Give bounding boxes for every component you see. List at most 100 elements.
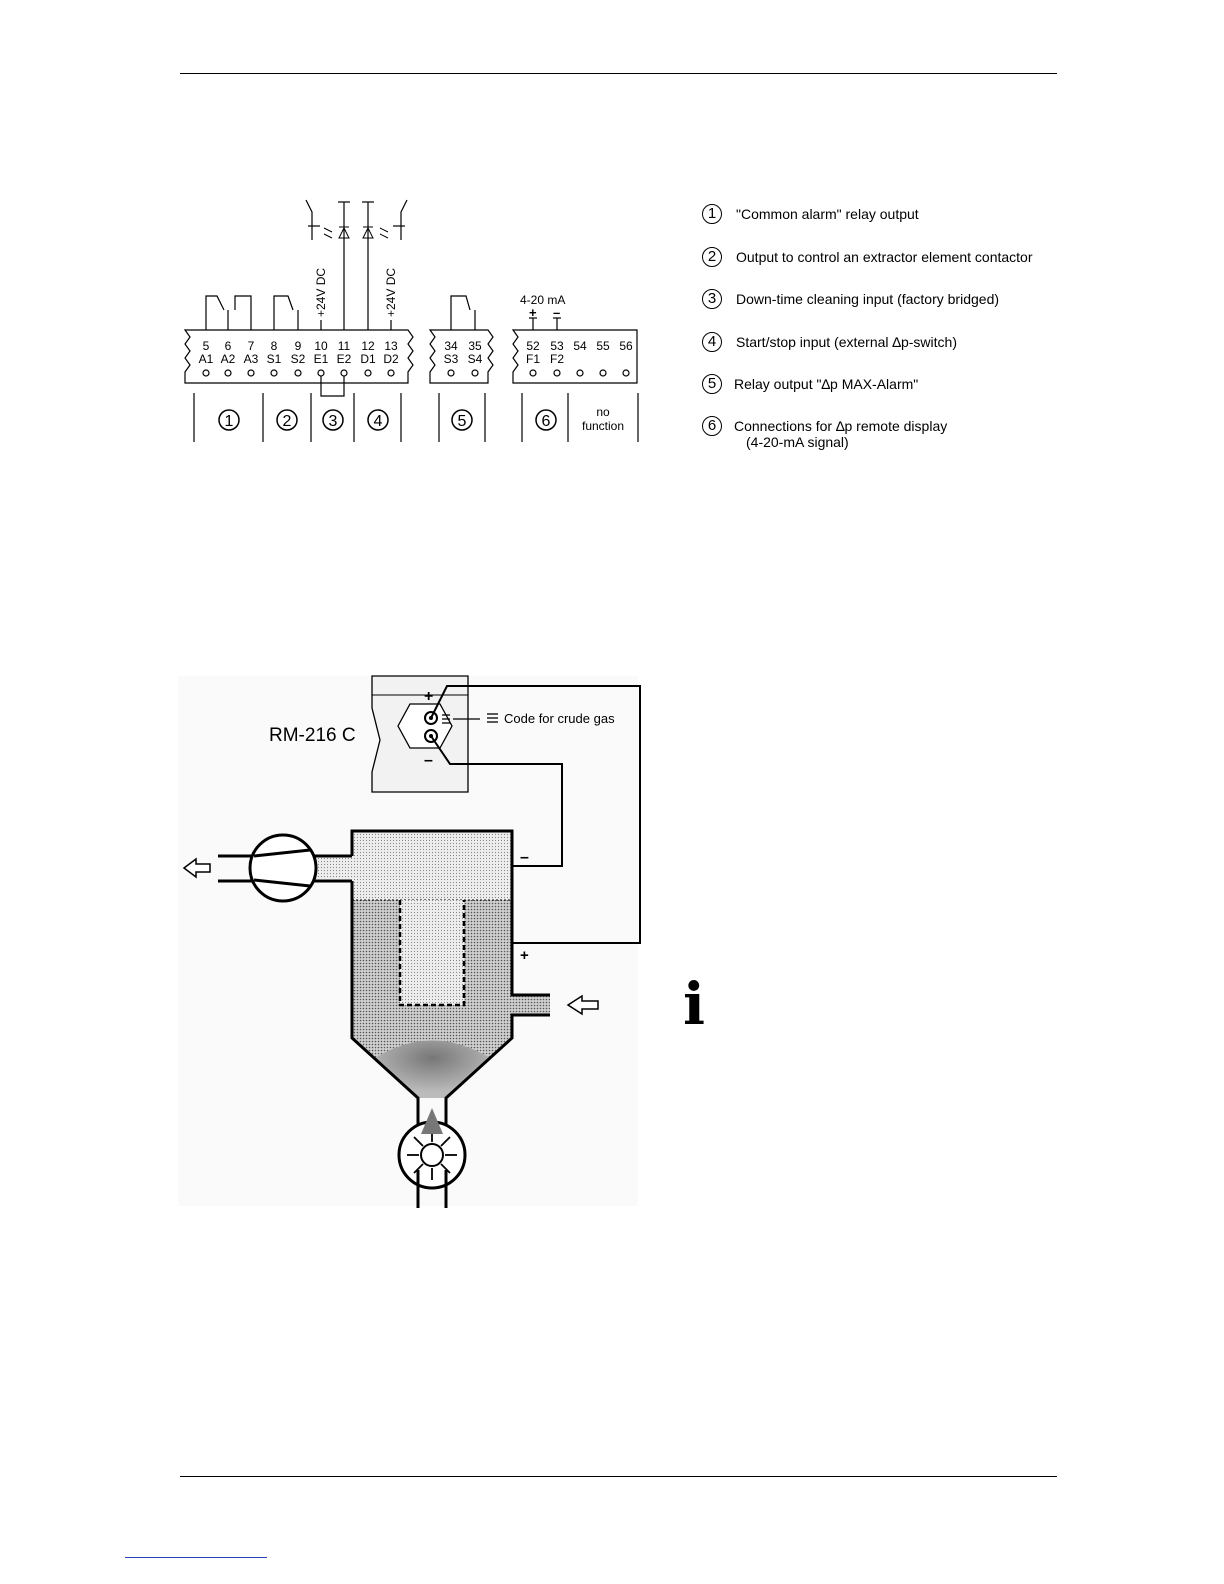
terminal-code: A2 [221, 352, 236, 366]
filter-housing-outline [350, 829, 550, 1128]
plus-sign: + [424, 688, 433, 705]
fan-icon [248, 833, 318, 903]
terminal-screw [224, 369, 232, 377]
terminal-code: S2 [291, 352, 306, 366]
footer-rule [180, 1476, 1057, 1477]
legend-number: 1 [702, 204, 722, 224]
terminal-number: 56 [619, 339, 633, 353]
section-circle [276, 409, 298, 431]
terminal-screw [387, 369, 395, 377]
terminal-wiring-diagram: +24V DC +24V DC 4-20 mA + – 5A16A27A38S1… [183, 199, 639, 442]
section-circle [322, 409, 344, 431]
code-label: Code for crude gas [504, 711, 615, 726]
terminal-code: S1 [267, 352, 282, 366]
terminal-code: A1 [199, 352, 214, 366]
device-label: RM-216 C [269, 725, 356, 746]
terminal-screw [364, 369, 372, 377]
plus-sign: + [520, 947, 529, 964]
terminal-screw [529, 369, 537, 377]
legend-text-line2: (4-20-mA signal) [746, 434, 849, 450]
terminal-code: F2 [550, 352, 564, 366]
terminal-number: 53 [550, 339, 564, 353]
info-icon: i [683, 970, 706, 1038]
header-rule [180, 73, 1057, 74]
terminal-number: 8 [271, 339, 278, 353]
terminal-screw [622, 369, 630, 377]
legend-text: "Common alarm" relay output [736, 206, 919, 222]
connector-hexagon [397, 703, 453, 749]
terminal-number: 35 [468, 339, 482, 353]
legend-text: Down-time cleaning input (factory bridge… [736, 291, 1000, 307]
terminal-screw [294, 369, 302, 377]
minus-sign: – [520, 849, 529, 866]
section-circle [218, 409, 240, 431]
minus-sign: – [424, 752, 433, 769]
terminal-code: D2 [383, 352, 399, 366]
terminal-number: 55 [596, 339, 610, 353]
legend-text: Connections for ∆p remote display [734, 418, 948, 434]
wire-minus [430, 735, 563, 867]
outlet-arrow-icon [182, 857, 211, 879]
terminal-code: E1 [314, 352, 329, 366]
terminal-code: F1 [526, 352, 540, 366]
terminal-screw [447, 369, 455, 377]
no-function-label: function [582, 419, 624, 433]
minus-sign: – [553, 305, 560, 320]
terminal-code: E2 [337, 352, 352, 366]
signal-label: 4-20 mA [520, 293, 565, 307]
terminal-number: 7 [248, 339, 255, 353]
terminal-number: 11 [338, 339, 351, 353]
terminal-number: 13 [384, 339, 398, 353]
terminal-block-outline [183, 329, 414, 384]
terminal-screw [599, 369, 607, 377]
legend-text: Relay output "∆p MAX-Alarm" [734, 376, 919, 392]
section-number: 5 [458, 413, 467, 430]
terminal-number: 10 [314, 339, 328, 353]
terminal-screw [317, 369, 325, 377]
terminal-number: 54 [573, 339, 587, 353]
terminal-code: A3 [244, 352, 259, 366]
filter-housing-upper [352, 831, 512, 900]
section-number: 2 [283, 413, 292, 430]
terminal-code: S4 [468, 352, 483, 366]
installation-diagram: Code for crude gas RM-216 C + – – + [178, 675, 641, 1208]
plus-sign: + [529, 305, 537, 320]
voltage-label: +24V DC [314, 268, 328, 317]
section-number: 4 [374, 413, 383, 430]
legend-text: Output to control an extractor element c… [736, 249, 1033, 265]
terminal-screw [202, 369, 210, 377]
terminal-number: 5 [203, 339, 210, 353]
terminal-block-outline [511, 329, 638, 384]
wire-plus [430, 685, 641, 944]
section-circle [451, 409, 473, 431]
terminal-code: D1 [360, 352, 376, 366]
footer-link-underline[interactable] [125, 1557, 267, 1558]
legend-number: 3 [702, 289, 722, 309]
legend-number: 6 [702, 416, 722, 436]
terminal-screw [471, 369, 479, 377]
section-number: 1 [225, 413, 234, 430]
legend-number: 2 [702, 247, 722, 267]
terminal-number: 12 [361, 339, 375, 353]
terminal-number: 52 [526, 339, 540, 353]
terminal-number: 34 [444, 339, 458, 353]
terminal-screw [553, 369, 561, 377]
terminal-screw [576, 369, 584, 377]
terminal-screw [247, 369, 255, 377]
terminal-screw [270, 369, 278, 377]
section-circle [535, 409, 557, 431]
terminal-code: S3 [444, 352, 459, 366]
section-number: 3 [329, 413, 338, 430]
section-number: 6 [542, 413, 551, 430]
terminal-screw [340, 369, 348, 377]
terminal-block-outline [428, 329, 494, 384]
legend-text: Start/stop input (external ∆p-switch) [736, 334, 957, 350]
legend-number: 4 [702, 332, 722, 352]
terminal-number: 6 [225, 339, 232, 353]
voltage-label: +24V DC [384, 268, 398, 317]
section-circle [367, 409, 389, 431]
terminal-number: 9 [295, 339, 302, 353]
legend-number: 5 [702, 374, 722, 394]
no-function-label: no [596, 405, 610, 419]
inlet-arrow-icon [566, 994, 599, 1016]
